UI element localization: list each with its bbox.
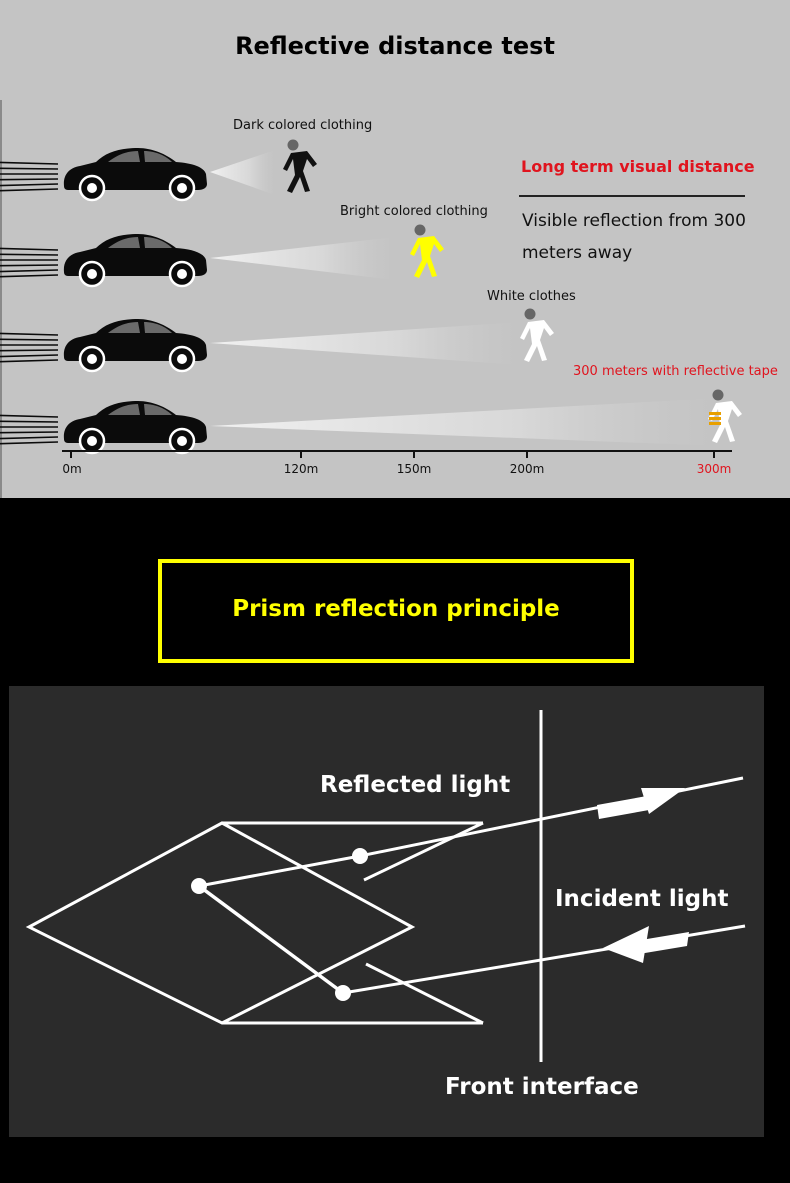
reflection-point — [335, 985, 351, 1001]
pedestrian-icon — [410, 224, 444, 278]
axis-tick-label: 0m — [62, 462, 82, 476]
prism-edge — [365, 962, 484, 1025]
incident-light-label: Incident light — [555, 886, 729, 912]
reflected-light-label: Reflected light — [320, 772, 511, 798]
headlight-beam — [210, 322, 520, 365]
pedestrian-icon — [283, 139, 317, 193]
prism-edge — [363, 821, 484, 882]
section-title: Reflective distance test — [235, 32, 555, 60]
car-icon — [0, 317, 209, 373]
reflective-tape-icon — [709, 412, 721, 425]
row-label: Dark colored clothing — [233, 118, 373, 133]
reflection-point — [191, 878, 207, 894]
prism-diagram: Reflected light Incident light Front int… — [9, 686, 764, 1137]
axis-tick — [70, 450, 72, 458]
axis-tick — [413, 450, 415, 458]
car-icon — [0, 232, 209, 288]
left-divider — [0, 100, 2, 498]
axis-tick — [526, 450, 528, 458]
axis-tick-label: 200m — [509, 462, 545, 476]
distance-scene — [0, 139, 742, 455]
pedestrian-icon — [520, 308, 554, 362]
distance-test-section: Reflective distance test — [0, 0, 790, 498]
info-body: Visible reflection from 300 meters away — [522, 211, 746, 263]
info-heading: Long term visual distance — [521, 157, 755, 176]
headlight-beam — [210, 398, 720, 446]
axis-tick-label: 300m — [696, 462, 732, 476]
car-icon — [0, 399, 209, 455]
distance-axis — [62, 450, 732, 452]
principle-banner: Prism reflection principle — [158, 559, 634, 663]
prism-outline — [25, 821, 416, 1025]
row-label: White clothes — [487, 289, 576, 304]
prism-diagram-drawing — [25, 710, 746, 1062]
arrow-icon — [597, 788, 685, 819]
axis-tick — [713, 450, 715, 458]
internal-ray — [198, 854, 361, 888]
row-label: 300 meters with reflective tape — [573, 364, 778, 379]
headlight-beam — [210, 237, 395, 280]
headlight-beam — [210, 150, 275, 195]
internal-ray — [197, 884, 345, 995]
axis-tick-label: 150m — [396, 462, 432, 476]
info-divider — [519, 195, 745, 197]
axis-tick-label: 120m — [283, 462, 319, 476]
banner-title: Prism reflection principle — [232, 596, 560, 622]
axis-tick — [300, 450, 302, 458]
car-icon — [0, 146, 209, 202]
arrow-icon — [603, 926, 689, 963]
row-label: Bright colored clothing — [340, 204, 488, 219]
front-interface-label: Front interface — [445, 1074, 639, 1100]
reflection-point — [352, 848, 368, 864]
